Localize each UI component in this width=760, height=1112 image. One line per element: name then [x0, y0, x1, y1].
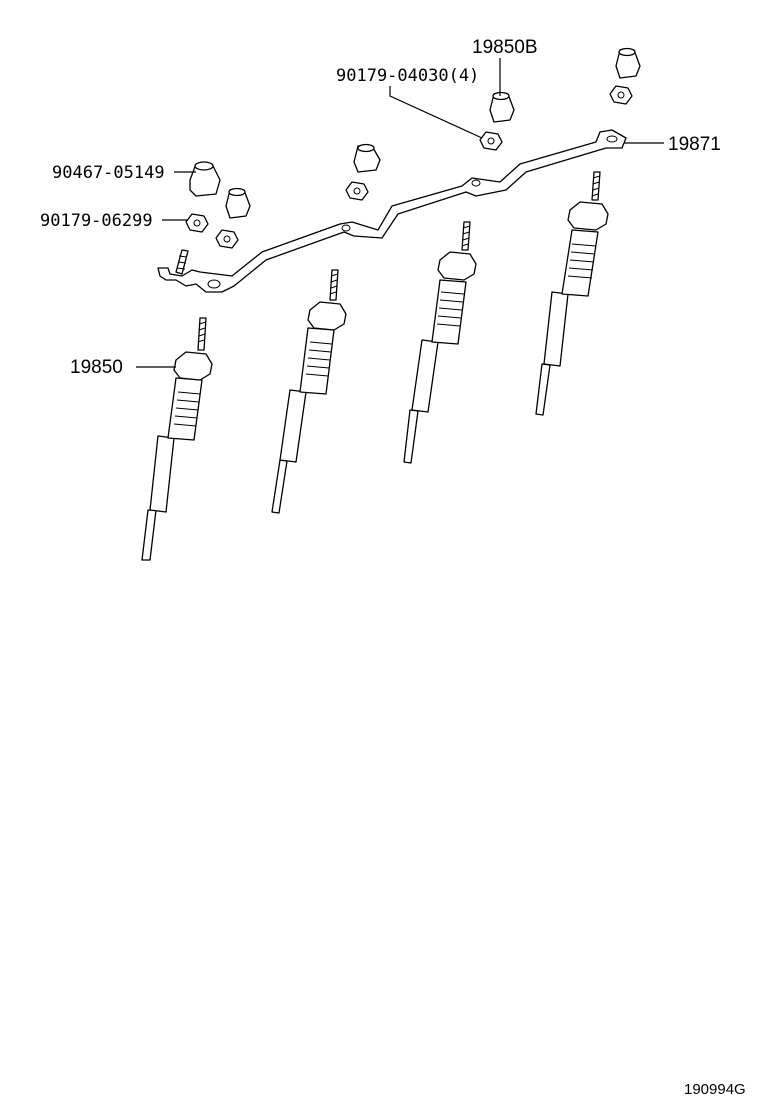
- label-19871: 19871: [668, 134, 721, 155]
- glow-plug-1[interactable]: [141, 317, 213, 561]
- nut-6-3[interactable]: [345, 181, 369, 201]
- glow-plug-2[interactable]: [271, 269, 347, 514]
- terminal-stud: [175, 249, 189, 275]
- label-90467-05149: 90467-05149: [52, 163, 165, 183]
- nut-6-1[interactable]: [185, 213, 209, 233]
- label-19850: 19850: [70, 357, 123, 378]
- glow-plug-3[interactable]: [403, 221, 477, 464]
- nut-4-2[interactable]: [609, 85, 633, 105]
- plug-cap-2[interactable]: [225, 187, 251, 219]
- leader-lines: [136, 58, 664, 368]
- plug-cap-3[interactable]: [353, 143, 381, 173]
- diagram-code: 190994G: [684, 1081, 746, 1098]
- plug-cap-1[interactable]: [189, 161, 221, 197]
- label-19850B: 19850B: [472, 37, 538, 58]
- plug-cap-4[interactable]: [489, 91, 515, 123]
- nut-6-2[interactable]: [215, 229, 239, 249]
- plug-cap-5[interactable]: [615, 47, 641, 79]
- label-90179-04030: 90179-04030(4): [336, 66, 479, 86]
- nut-4-1[interactable]: [479, 131, 503, 151]
- label-90179-06299: 90179-06299: [40, 211, 153, 231]
- glow-plug-4[interactable]: [535, 171, 609, 416]
